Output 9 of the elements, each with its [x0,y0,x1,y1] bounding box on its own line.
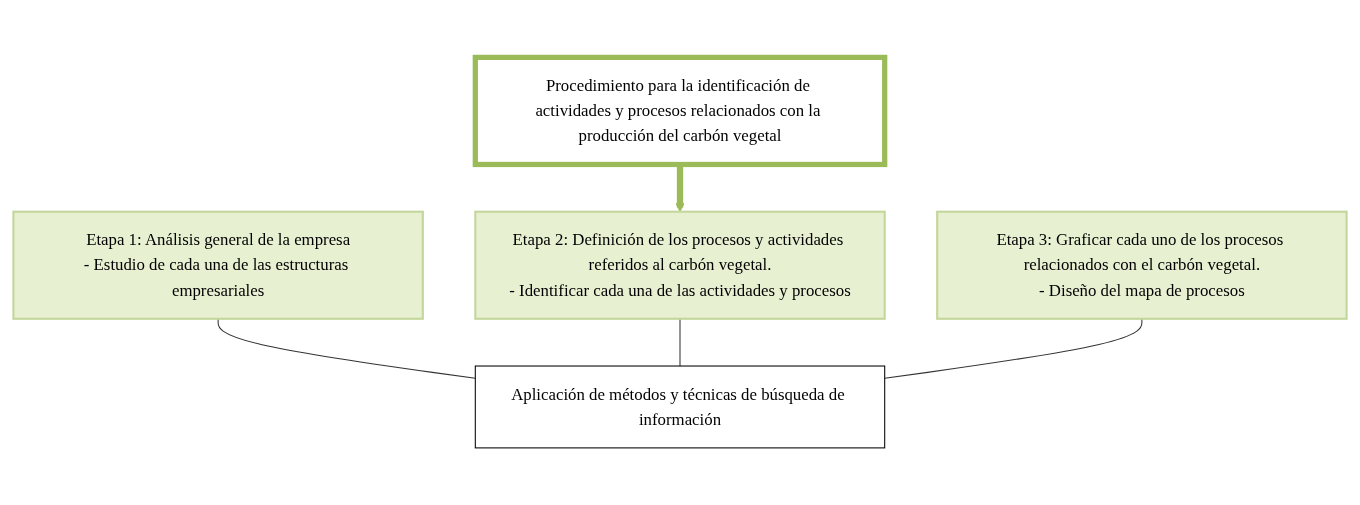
arrow [675,164,685,212]
connector [217,318,476,379]
node-box: Etapa 3: Graficar cada uno de los procesos relacionados con el carbón vegetal. - Diseño del mapa de procesos [936,210,1348,320]
node-box: Etapa 1: Análisis general de la empresa - Estudio de cada una de las estructuras empresariales [12,210,424,320]
connector [679,318,681,367]
node-box: Aplicación de métodos y técnicas de búsqueda de información [474,365,886,449]
connector [884,318,1143,379]
node-box: Procedimiento para la identificación de actividades y procesos relacionados con la producción del carbón vegetal [472,54,888,167]
node-box: Etapa 2: Definición de los procesos y actividades referidos al carbón vegetal. - Identificar cada una de las actividades y procesos [474,210,886,320]
